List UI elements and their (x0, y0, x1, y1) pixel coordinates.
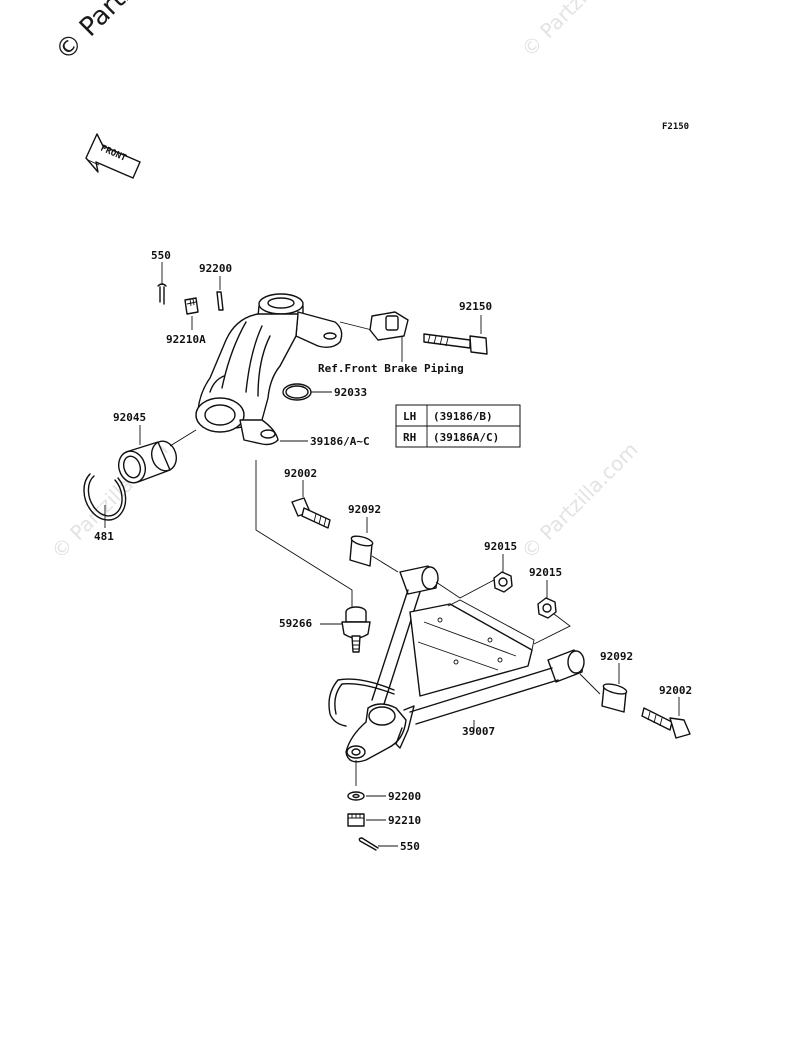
callout-92150: 92150 (459, 300, 492, 313)
watermark-main: © Partzilla.com (50, 0, 213, 67)
callout-39007: 39007 (462, 725, 495, 738)
callout-550-bottom: 550 (400, 840, 420, 853)
washer-bottom (347, 791, 386, 801)
callout-92033: 92033 (334, 386, 367, 399)
collar-92092-right (579, 663, 628, 713)
bolt-92150 (423, 315, 488, 355)
steering-knuckle (195, 293, 343, 446)
callout-92002-right: 92002 (659, 684, 692, 697)
watermark-faint-1: © Partzilla.com (517, 0, 643, 62)
note-ref-brake: Ref.Front Brake Piping (318, 362, 464, 375)
leader-knuckle-balljoint (255, 460, 353, 608)
callout-550-top: 550 (151, 249, 171, 262)
bolt-92002-right (641, 697, 691, 739)
table-rh: RH (403, 431, 416, 444)
callout-92210A: 92210A (166, 333, 206, 346)
callout-92045: 92045 (113, 411, 146, 424)
side-table: LH (39186/B) RH (39186A/C) (395, 404, 521, 448)
callout-39186: 39186/A~C (310, 435, 370, 448)
callout-59266: 59266 (279, 617, 312, 630)
snap-ring-481 (83, 473, 127, 528)
figure-code: F2150 (662, 122, 689, 132)
callout-481: 481 (94, 530, 114, 543)
nut-92015-a (435, 554, 513, 599)
table-lh: LH (403, 410, 416, 423)
table-rh-part: (39186A/C) (433, 431, 499, 444)
callout-92210: 92210 (388, 814, 421, 827)
washer-top (216, 276, 224, 311)
castle-nut-top (184, 297, 199, 330)
callout-92002-left: 92002 (284, 467, 317, 480)
table-lh-part: (39186/B) (433, 410, 493, 423)
brake-clamp (339, 311, 409, 362)
nut-92015-b (533, 580, 571, 645)
callout-92092-right: 92092 (600, 650, 633, 663)
callout-92200-bottom: 92200 (388, 790, 421, 803)
watermark-faint-3: © Partzilla.com (517, 437, 643, 563)
castle-nut-bottom (347, 813, 386, 827)
ball-joint-59266 (320, 606, 371, 653)
circlip-92033 (282, 383, 332, 401)
callout-92015-b: 92015 (529, 566, 562, 579)
bearing-92045 (117, 425, 197, 484)
cotter-pin-bottom (358, 837, 398, 851)
collar-92092-left (349, 517, 399, 573)
callout-92092-left: 92092 (348, 503, 381, 516)
callout-92200-top: 92200 (199, 262, 232, 275)
callout-92015-a: 92015 (484, 540, 517, 553)
a-arm-39007 (328, 565, 585, 763)
cotter-pin-top (157, 262, 167, 305)
bolt-92002-left (291, 480, 331, 529)
front-arrow-icon: FRONT (85, 133, 141, 179)
